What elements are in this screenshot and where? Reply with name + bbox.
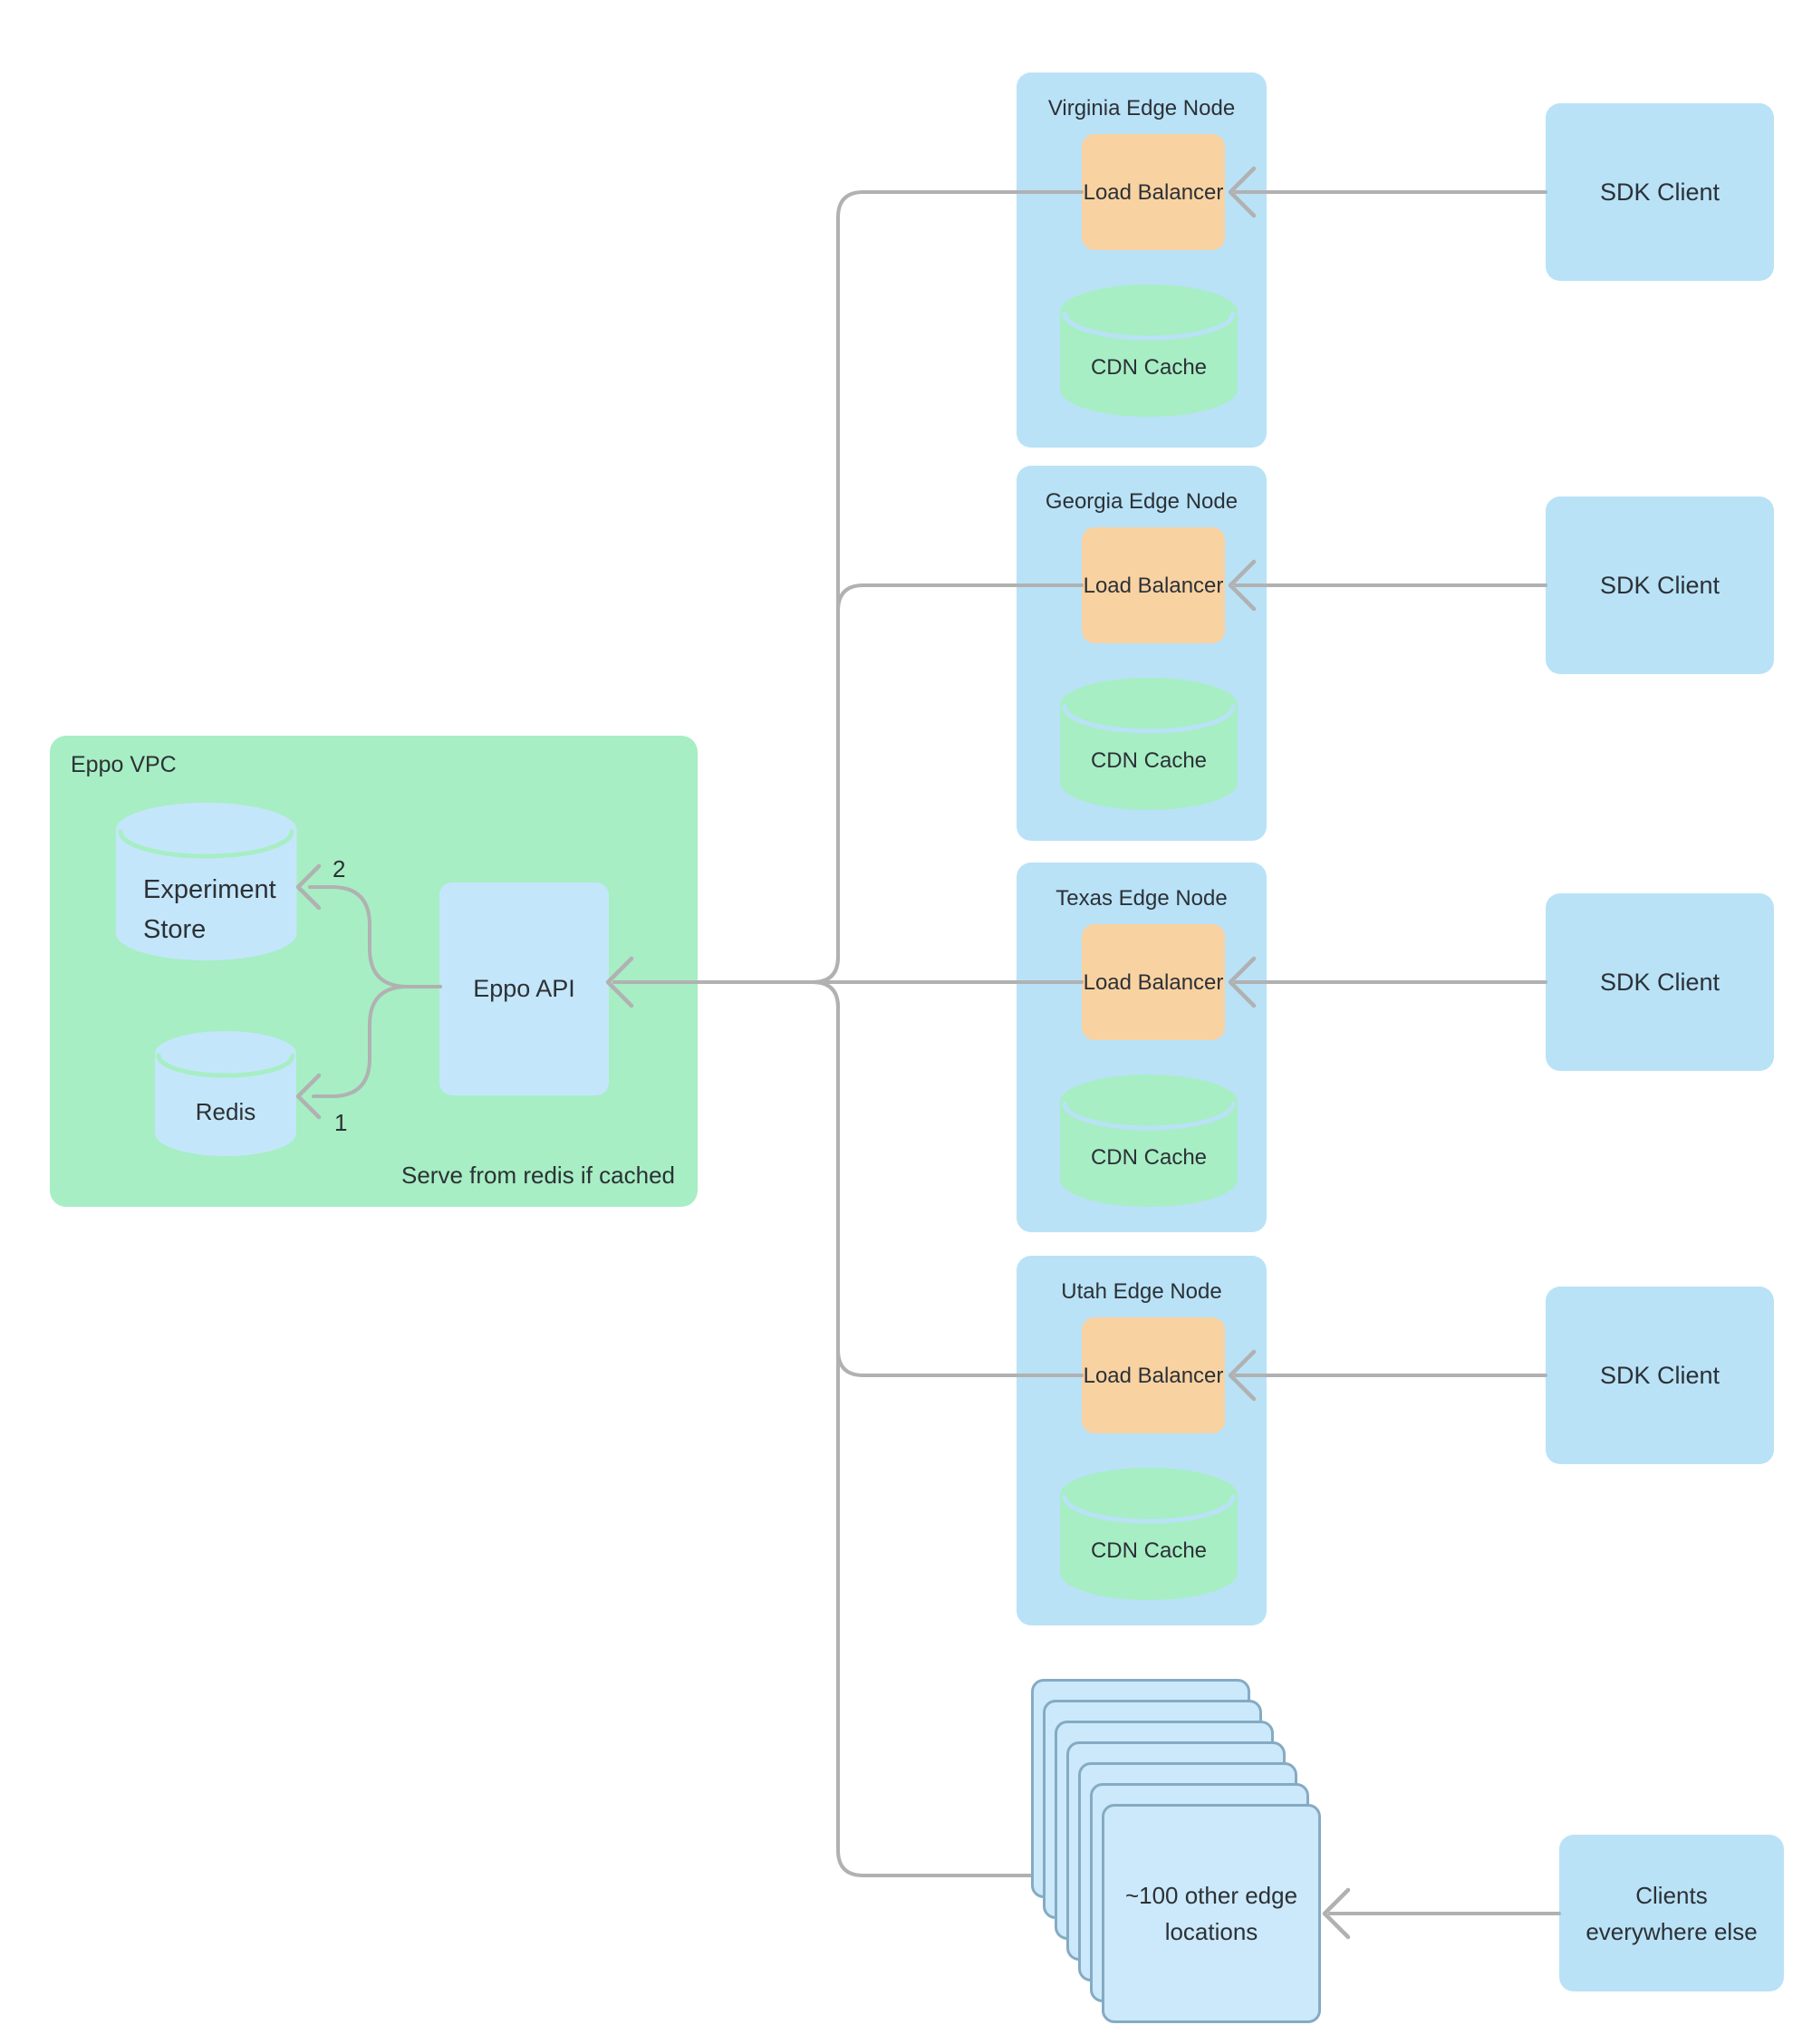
- edge-node-title: Virginia Edge Node: [1047, 96, 1236, 121]
- edge-node-virginia: Virginia Edge Node Load Balancer CDN Cac…: [1017, 72, 1267, 448]
- edge-stack-label: ~100 other edge locations: [1124, 1882, 1298, 1945]
- edge-stack-front-card: ~100 other edge locations: [1102, 1804, 1321, 2023]
- eppo-api-label: Eppo API: [473, 975, 575, 1002]
- experiment-store-label: Experiment Store: [143, 875, 276, 944]
- cdn-cache-label: CDN Cache: [1090, 1145, 1208, 1170]
- sdk-client-label: SDK Client: [1599, 571, 1720, 599]
- eppo-vpc-container: Eppo VPC Experiment Store Redis Eppo API…: [50, 736, 698, 1207]
- redis-cylinder: [155, 1031, 296, 1156]
- sdk-client-label: SDK Client: [1599, 1361, 1720, 1389]
- cdn-cache-label: CDN Cache: [1090, 748, 1208, 773]
- edge-node-title: Utah Edge Node: [1061, 1279, 1222, 1304]
- cdn-cache-cylinder: [1060, 1075, 1238, 1207]
- vpc-title: Eppo VPC: [71, 752, 177, 777]
- load-balancer-node: Load Balancer: [1082, 134, 1225, 250]
- edge-node-title: Texas Edge Node: [1055, 886, 1228, 911]
- vpc-note: Serve from redis if cached: [400, 1162, 675, 1189]
- clients-everywhere-box: Clients everywhere else: [1559, 1835, 1784, 1991]
- edge-node-utah: Utah Edge Node Load Balancer CDN Cache: [1017, 1256, 1267, 1625]
- load-balancer-node: Load Balancer: [1082, 1317, 1225, 1433]
- sdk-client-utah: SDK Client: [1546, 1287, 1774, 1464]
- eppo-api-node: Eppo API: [439, 882, 609, 1095]
- cdn-cache-cylinder: [1060, 284, 1238, 417]
- cdn-cache-label: CDN Cache: [1090, 1538, 1208, 1563]
- load-balancer-label: Load Balancer: [1083, 179, 1224, 205]
- clients-everywhere-label: Clients everywhere else: [1586, 1881, 1758, 1945]
- step-1-label: 1: [334, 1109, 348, 1136]
- sdk-client-label: SDK Client: [1599, 178, 1720, 206]
- cdn-cache-label: CDN Cache: [1090, 355, 1208, 380]
- redis-label: Redis: [195, 1098, 256, 1125]
- edge-node-title: Georgia Edge Node: [1045, 489, 1239, 514]
- sdk-client-label: SDK Client: [1599, 968, 1720, 996]
- load-balancer-node: Load Balancer: [1082, 527, 1225, 643]
- cdn-cache-cylinder: [1060, 1468, 1238, 1600]
- load-balancer-label: Load Balancer: [1083, 573, 1224, 598]
- sdk-client-texas: SDK Client: [1546, 893, 1774, 1071]
- load-balancer-label: Load Balancer: [1083, 1363, 1224, 1388]
- sdk-client-virginia: SDK Client: [1546, 103, 1774, 281]
- experiment-store-cylinder: [116, 802, 297, 961]
- load-balancer-label: Load Balancer: [1083, 969, 1224, 995]
- edge-node-georgia: Georgia Edge Node Load Balancer CDN Cach…: [1017, 466, 1267, 841]
- step-2-label: 2: [333, 855, 346, 882]
- load-balancer-node: Load Balancer: [1082, 924, 1225, 1040]
- sdk-client-georgia: SDK Client: [1546, 497, 1774, 674]
- cdn-cache-cylinder: [1060, 678, 1238, 810]
- edge-node-texas: Texas Edge Node Load Balancer CDN Cache: [1017, 863, 1267, 1232]
- edge-stack: ~100 other edge locations: [1031, 1679, 1393, 2041]
